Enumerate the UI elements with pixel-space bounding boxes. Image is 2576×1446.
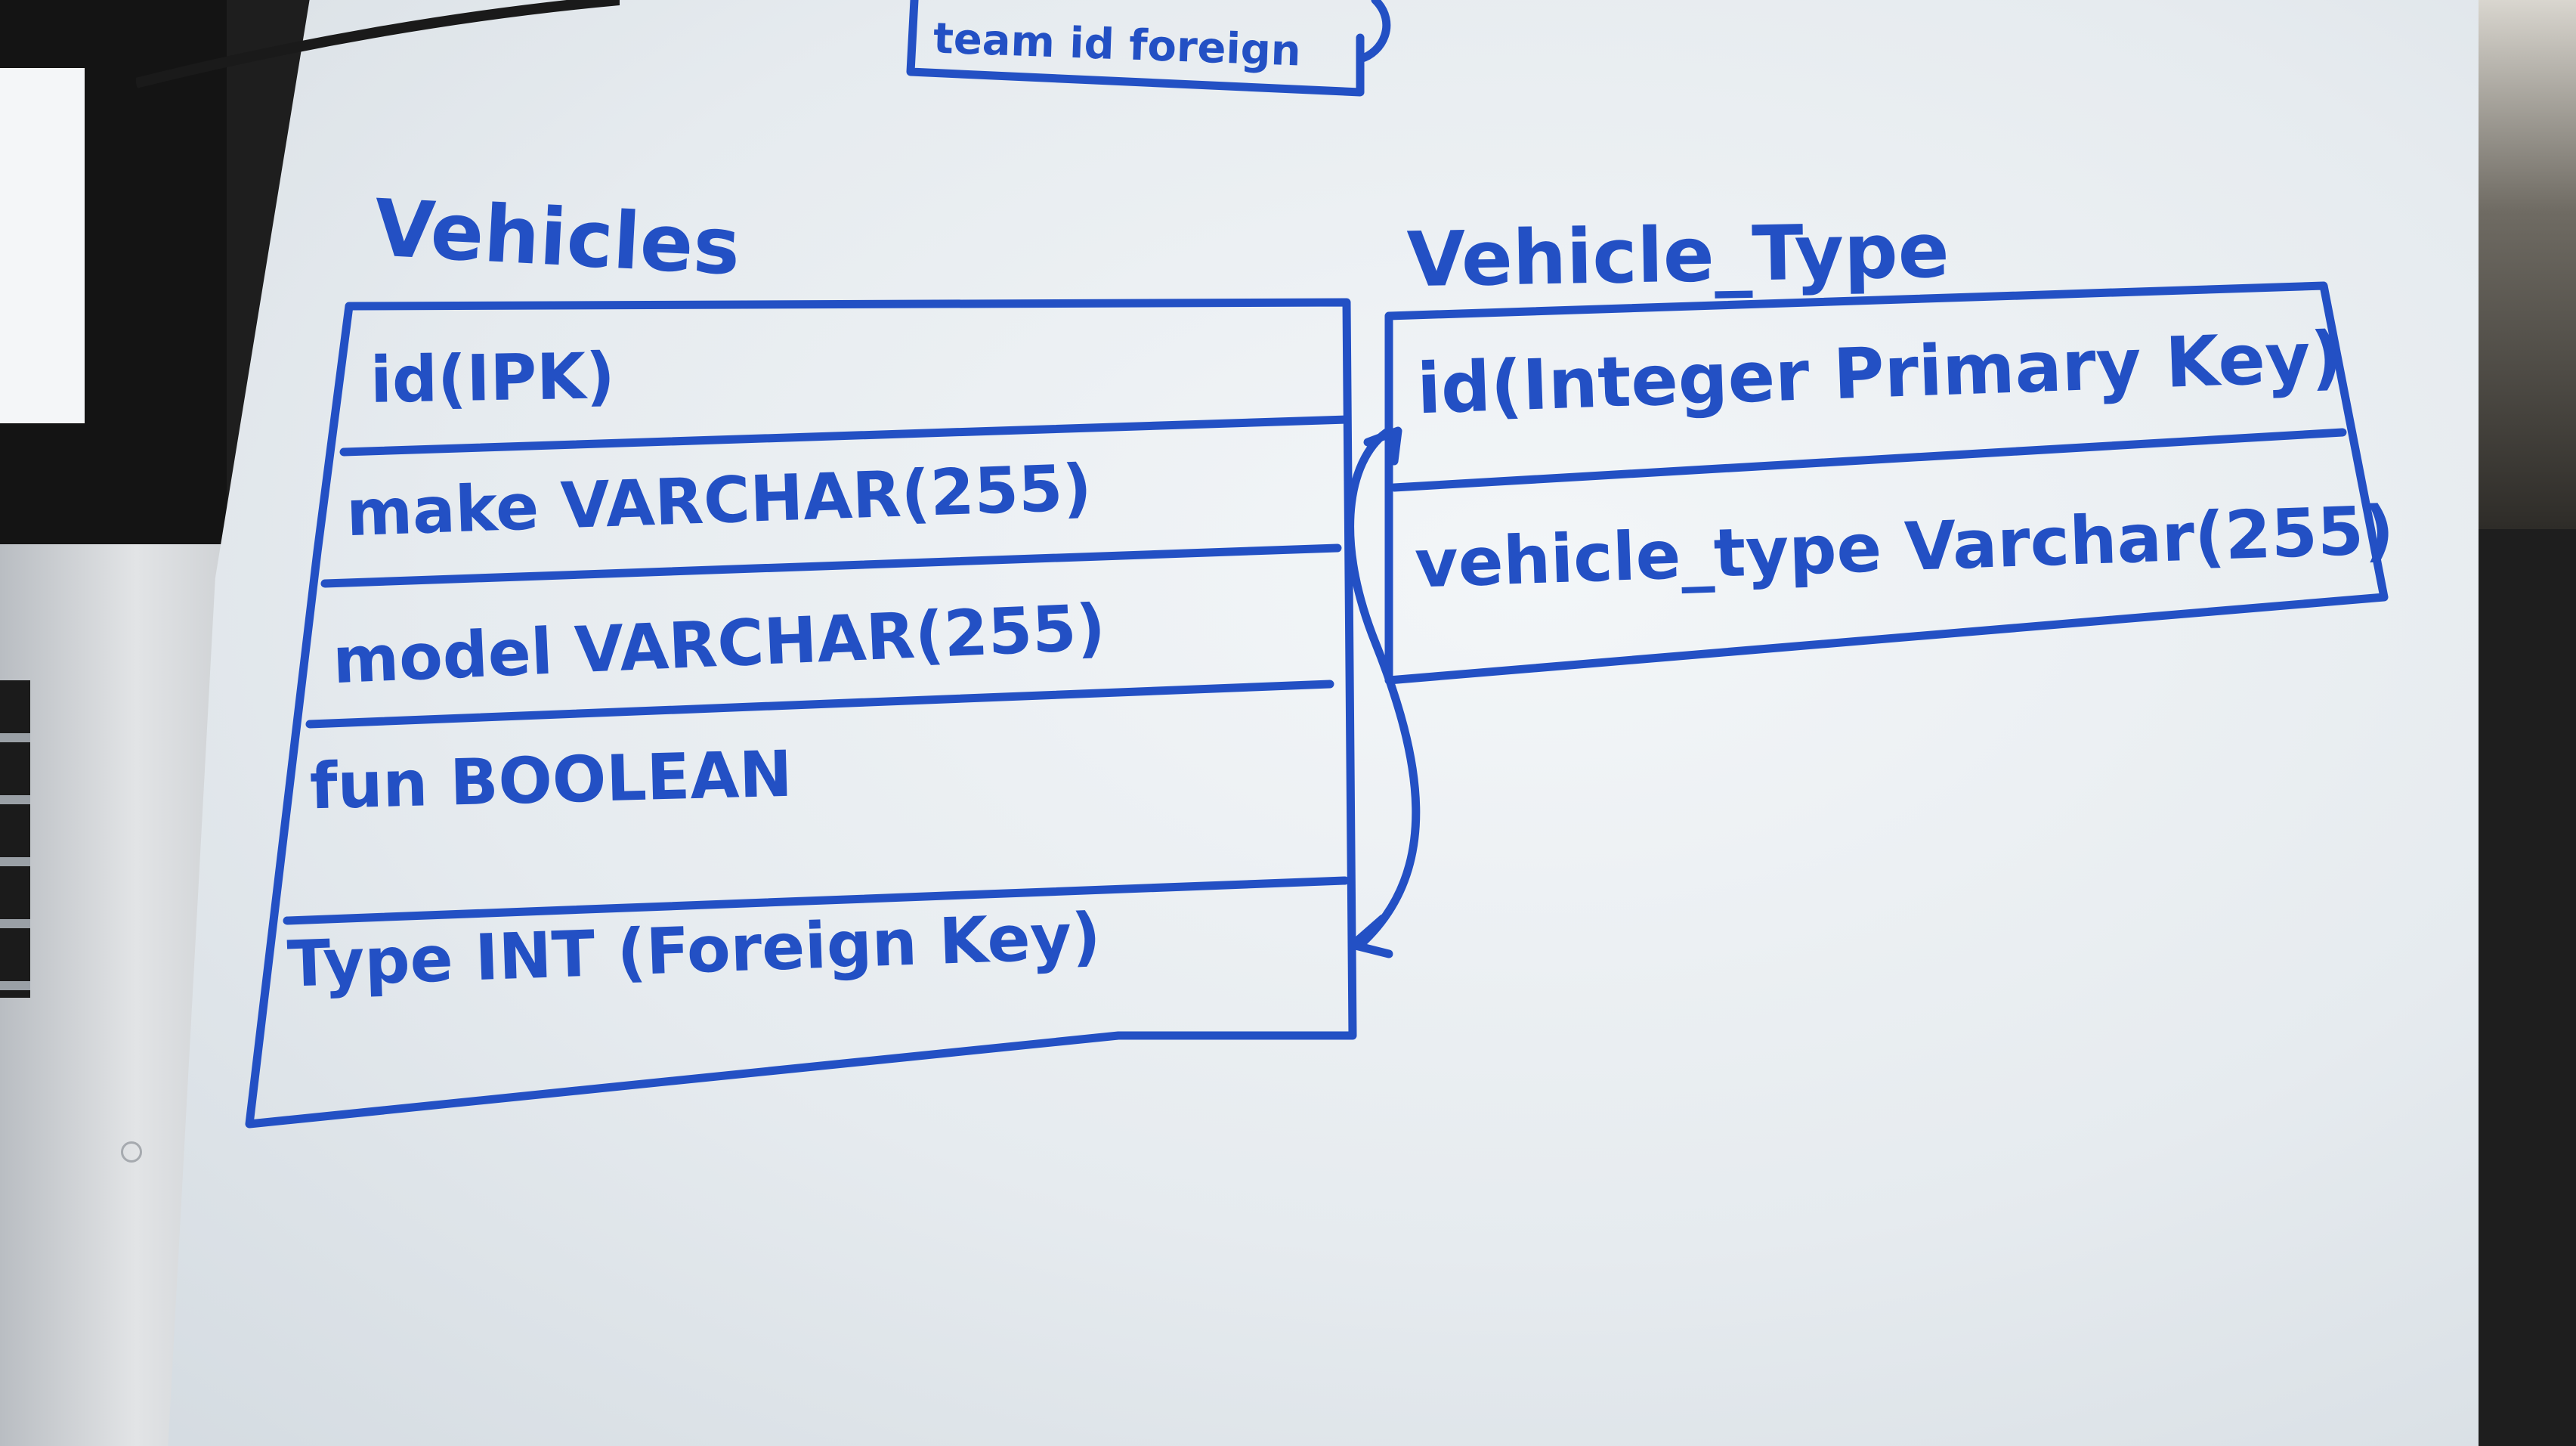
top-fragment-box bbox=[906, 0, 1391, 97]
vehicles-row-divider bbox=[283, 876, 1350, 925]
connector-arrowhead bbox=[1363, 426, 1402, 466]
whiteboard bbox=[168, 0, 2479, 1446]
vehicle-type-table-title: Vehicle_Type bbox=[1406, 206, 1950, 305]
monitor bbox=[0, 0, 227, 574]
vehicles-row-id: id(IPK) bbox=[370, 339, 616, 417]
connector-arrowhead bbox=[1348, 914, 1393, 958]
vehicles-row-divider bbox=[305, 680, 1334, 729]
vehicles-table-title: Vehicles bbox=[372, 181, 743, 293]
vehicles-table-border bbox=[245, 298, 1357, 1129]
vehicles-row-fun: fun BOOLEAN bbox=[308, 736, 793, 824]
top-fragment-text: team id foreign bbox=[932, 14, 1302, 76]
laptop-keys bbox=[0, 680, 30, 998]
monitor-screen bbox=[0, 68, 85, 423]
vehicle-type-row-divider bbox=[1390, 428, 2347, 492]
power-icon bbox=[121, 1141, 142, 1163]
relationship-connector bbox=[1346, 426, 1421, 949]
vehicle-type-table-border bbox=[1384, 281, 2389, 685]
vehicles-row-divider bbox=[320, 543, 1342, 588]
vehicles-row-divider bbox=[339, 415, 1351, 457]
